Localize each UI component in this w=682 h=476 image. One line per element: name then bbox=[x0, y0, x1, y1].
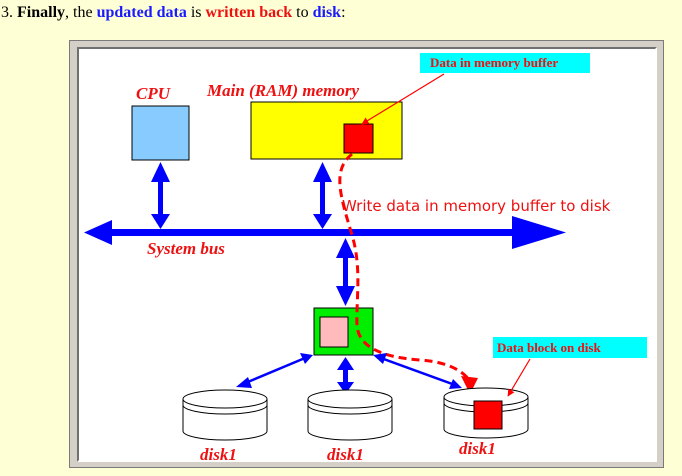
main-memory-label: Main (RAM) memory bbox=[206, 81, 360, 100]
caption-disk: disk bbox=[312, 4, 342, 21]
system-bus bbox=[84, 216, 566, 249]
buffer-callout-label: Data in memory buffer bbox=[430, 55, 558, 70]
controller-disk2-link bbox=[337, 357, 354, 394]
write-operation-label: Write data in memory buffer to disk bbox=[342, 197, 611, 215]
buffer-callout-box bbox=[420, 53, 590, 73]
cpu-bus-link bbox=[151, 162, 170, 229]
memory-buffer-block bbox=[343, 123, 374, 154]
caption-comma: , bbox=[65, 4, 70, 21]
caption-the: the bbox=[73, 4, 93, 21]
disk-2 bbox=[307, 389, 393, 441]
controller-disk3-link bbox=[373, 353, 462, 389]
disk-1-label: disk1 bbox=[200, 445, 237, 464]
main-memory-box bbox=[250, 101, 403, 160]
disk-2-label: disk1 bbox=[327, 445, 364, 464]
controller-bus-link bbox=[336, 238, 355, 306]
caption-is: is bbox=[190, 4, 202, 21]
memory-bus-link bbox=[313, 162, 332, 229]
disk-block-callout-box bbox=[493, 337, 647, 358]
disk-block-callout-label: Data block on disk bbox=[497, 340, 601, 355]
step-caption: 3. Finally, the updated data is written … bbox=[1, 4, 346, 22]
buffer-callout-pointer bbox=[361, 73, 445, 125]
disk-block-callout-pointer bbox=[507, 358, 531, 397]
disk-3-label: disk1 bbox=[459, 439, 496, 458]
caption-finally: Finally bbox=[17, 4, 66, 21]
cpu-box bbox=[131, 105, 190, 161]
caption-updated-data: updated data bbox=[96, 4, 187, 21]
caption-to: to bbox=[296, 4, 309, 21]
step-number: 3. bbox=[1, 4, 13, 21]
system-bus-label: System bus bbox=[147, 239, 225, 258]
caption-colon: : bbox=[341, 4, 346, 21]
write-data-path bbox=[338, 152, 474, 385]
disk-data-block bbox=[473, 400, 503, 430]
caption-written-back: written back bbox=[205, 4, 293, 21]
write-data-arrowhead bbox=[461, 376, 478, 394]
controller-buffer bbox=[319, 316, 349, 348]
controller-disk1-link bbox=[236, 353, 313, 388]
disk-1 bbox=[182, 389, 268, 441]
cpu-label: CPU bbox=[136, 84, 171, 103]
